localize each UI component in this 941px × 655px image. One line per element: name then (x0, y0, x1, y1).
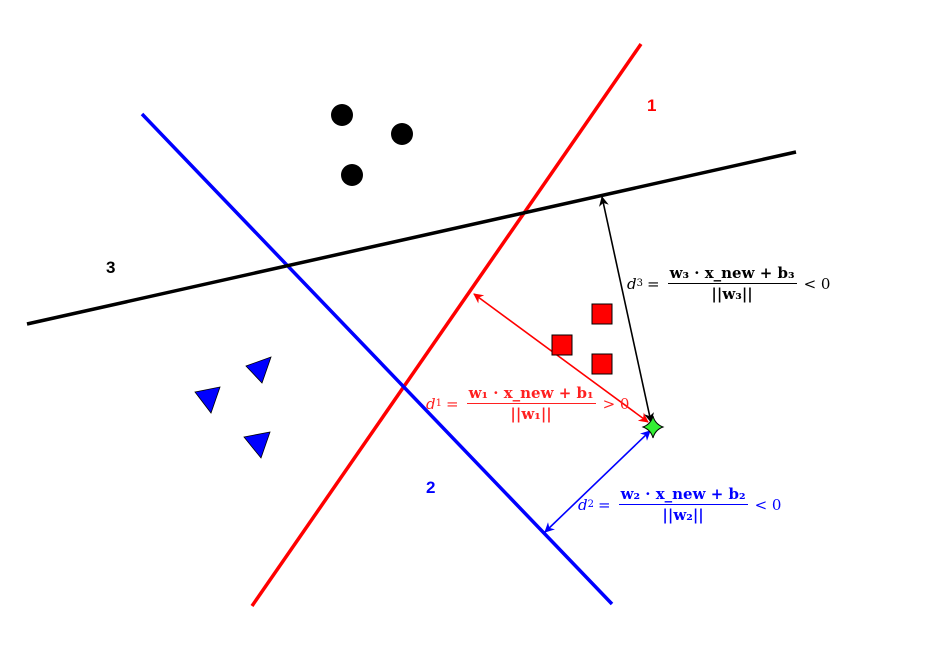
formula-d1-lhs-sub: 1 (435, 398, 442, 409)
formula-d3-lhs: d (627, 274, 637, 293)
class-circle-point (341, 164, 363, 186)
class-triangle-point (245, 356, 272, 384)
line-label-3: 3 (106, 258, 116, 277)
formula-d1-denominator: ||w₁|| (510, 405, 552, 423)
boundary-line-1 (250, 43, 643, 607)
line-label-1: 1 (647, 96, 657, 115)
formula-d1-fraction: w₁ · x_new + b₁ ||w₁|| (466, 384, 596, 423)
formula-d2-numerator: w₂ · x_new + b₂ (618, 485, 748, 505)
formula-d2-relation: < 0 (754, 495, 782, 514)
class-circle-point (391, 123, 413, 145)
formula-d3-relation: < 0 (803, 274, 831, 293)
class-square-point (591, 303, 613, 325)
new-point-star-icon (641, 415, 665, 439)
distance-arrow-d2 (544, 430, 651, 533)
class-square-point (591, 353, 613, 375)
formula-d3-numerator: w₃ · x_new + b₃ (667, 264, 797, 284)
formula-d2-lhs-sub: 2 (587, 499, 594, 510)
formula-d3-denominator: ||w₃|| (711, 285, 753, 303)
boundary-line-2 (140, 112, 614, 606)
formula-d1-lhs: d (426, 394, 436, 413)
class-triangle-point (194, 386, 221, 414)
formula-d2-denominator: ||w₂|| (662, 506, 704, 524)
class-circle-point (331, 104, 353, 126)
formula-d2-fraction: w₂ · x_new + b₂ ||w₂|| (618, 485, 748, 524)
boundary-line-3 (26, 150, 797, 326)
line-label-2: 2 (426, 478, 436, 497)
formula-d2-lhs: d (578, 495, 588, 514)
formula-d1-relation: > 0 (602, 394, 630, 413)
class-triangle-point (243, 431, 271, 459)
class-square-point (551, 334, 573, 356)
formula-d1-eq: = (445, 394, 459, 413)
formula-d2-eq: = (597, 495, 611, 514)
formula-d3-fraction: w₃ · x_new + b₃ ||w₃|| (667, 264, 797, 303)
formula-d1-numerator: w₁ · x_new + b₁ (466, 384, 596, 404)
formula-d3-eq: = (646, 274, 660, 293)
distance-arrow-d3 (599, 196, 654, 423)
formula-d3-lhs-sub: 3 (636, 278, 643, 289)
